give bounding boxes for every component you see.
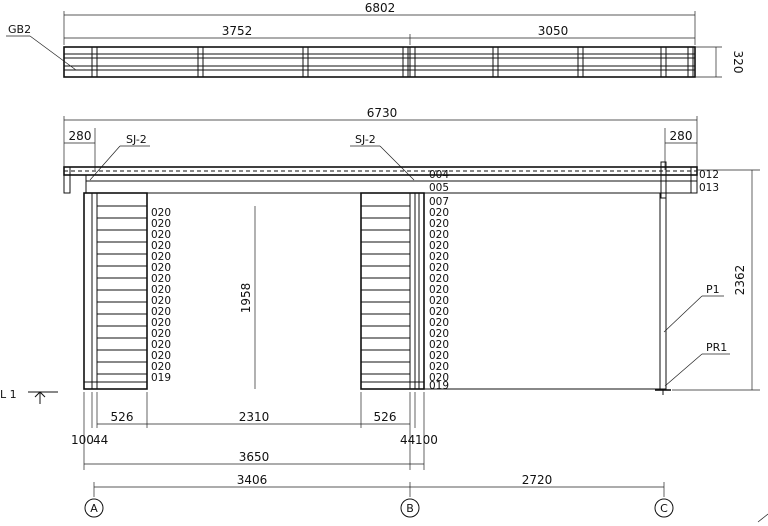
left-overhang: 280	[69, 129, 92, 143]
axis-b-label: B	[406, 502, 414, 515]
right-code: 020	[429, 372, 449, 384]
right-code: 004	[429, 169, 449, 181]
axis-a-bubble	[84, 498, 104, 518]
dim-small-1: 100	[71, 433, 94, 447]
left-code: 020	[151, 306, 171, 318]
beam-code: 012	[699, 169, 719, 181]
left-code: 020	[151, 317, 171, 329]
beam-code: 013	[699, 182, 719, 194]
right-wall-logs	[361, 205, 424, 383]
left-code: 020	[151, 218, 171, 230]
left-code: 020	[151, 350, 171, 362]
left-code: 020	[151, 361, 171, 373]
left-wall	[83, 192, 148, 390]
left-code: 020	[151, 284, 171, 296]
left-wall-logs	[84, 205, 147, 383]
axis-c-bubble	[654, 498, 674, 518]
right-code: 020	[429, 361, 449, 373]
right-code: 020	[429, 240, 449, 252]
bottom-dimensions: 526 2310 526 100 44 44 100 3650 3406 272…	[71, 392, 768, 523]
right-code: 020	[429, 262, 449, 274]
sj2-left-label: SJ-2	[126, 133, 147, 146]
right-code: 020	[429, 251, 449, 263]
right-code: 020	[429, 317, 449, 329]
right-code: 020	[429, 207, 449, 219]
post-base-label: PR1	[706, 341, 727, 354]
right-code: 020	[429, 218, 449, 230]
right-code: 020	[429, 229, 449, 241]
right-code: 020	[429, 328, 449, 340]
left-code: 020	[151, 295, 171, 307]
right-code: 005	[429, 182, 449, 194]
dim-small-4: 100	[415, 433, 438, 447]
right-code: 020	[429, 350, 449, 362]
dim-3406: 3406	[237, 473, 268, 487]
plan-right-width: 3050	[538, 24, 569, 38]
left-code: 020	[151, 339, 171, 351]
roof-plan-outline	[63, 46, 696, 78]
left-code: 020	[151, 328, 171, 340]
right-wall	[360, 192, 425, 390]
front-elevation: 6730 280 280 SJ-2 SJ-2	[0, 106, 760, 404]
height-dimension: 2362	[733, 265, 747, 296]
dim-2310: 2310	[239, 410, 270, 424]
roof-beam	[85, 174, 698, 194]
plan-left-width: 3752	[222, 24, 253, 38]
left-code: 020	[151, 273, 171, 285]
left-code: 020	[151, 251, 171, 263]
post-label: P1	[706, 283, 720, 296]
elevation-total-width: 6730	[367, 106, 398, 120]
right-code: 020	[429, 284, 449, 296]
sj2-right-label: SJ-2	[355, 133, 376, 146]
dim-526-right: 526	[374, 410, 397, 424]
plan-total-width: 6802	[365, 1, 396, 15]
left-code: 020	[151, 207, 171, 219]
right-overhang: 280	[670, 129, 693, 143]
right-wall-codes: 004 005 007 020 020 020 020 020 020 020 …	[429, 169, 449, 392]
right-code: 020	[429, 295, 449, 307]
dim-small-2: 44	[93, 433, 108, 447]
post-p1	[659, 192, 667, 390]
door-height: 1958	[239, 283, 253, 314]
right-code: 019	[429, 380, 449, 392]
right-code: 020	[429, 306, 449, 318]
axis-a-label: A	[90, 502, 98, 515]
dim-2720: 2720	[522, 473, 553, 487]
section-label: L 1	[0, 388, 17, 401]
left-code: 020	[151, 262, 171, 274]
right-code: 020	[429, 339, 449, 351]
axis-c-label: C	[660, 502, 668, 515]
axis-b-bubble	[400, 498, 420, 518]
left-wall-codes: 020 020 020 020 020 020 020 020 020 020 …	[151, 207, 171, 384]
dim-small-3: 44	[400, 433, 415, 447]
dim-526-left: 526	[111, 410, 134, 424]
gb2-label: GB2	[8, 23, 31, 36]
plan-depth: 320	[731, 51, 745, 74]
plan-view: 6802 3752 3050 320 GB2	[6, 1, 745, 78]
left-code: 020	[151, 229, 171, 241]
left-code: 019	[151, 372, 171, 384]
dim-3650: 3650	[239, 450, 270, 464]
right-code: 020	[429, 273, 449, 285]
left-code: 020	[151, 240, 171, 252]
right-code: 007	[429, 196, 449, 208]
section-arrow-icon	[34, 391, 46, 404]
